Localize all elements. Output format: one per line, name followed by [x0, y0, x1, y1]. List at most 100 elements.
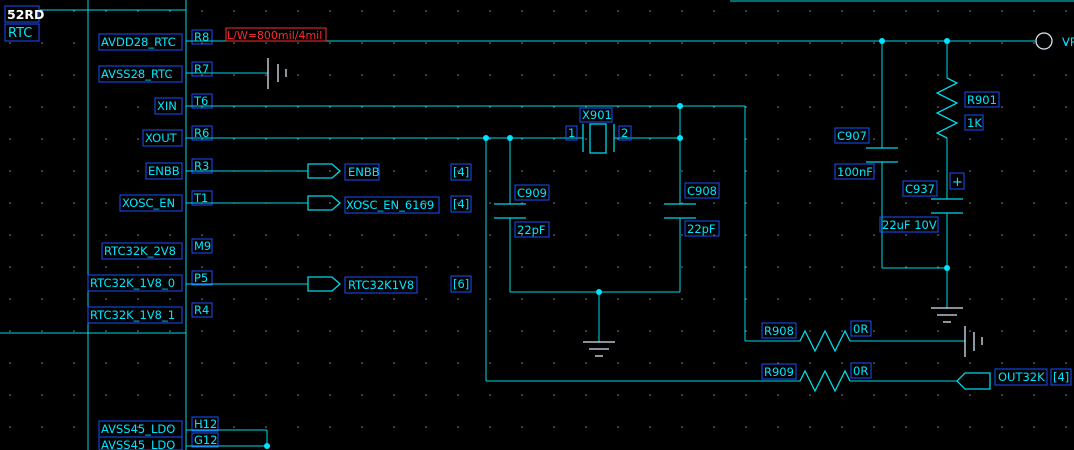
grid-dot: [297, 10, 299, 12]
grid-dot: [329, 10, 331, 12]
port-name: OUT32K: [998, 370, 1045, 384]
grid-dot: [105, 42, 107, 44]
grid-dot: [137, 234, 139, 236]
grid-dot: [41, 330, 43, 332]
grid-dot: [1033, 202, 1035, 204]
grid-dot: [41, 138, 43, 140]
grid-dot: [553, 234, 555, 236]
grid-dot: [1033, 74, 1035, 76]
grid-dot: [553, 266, 555, 268]
grid-dot: [649, 170, 651, 172]
grid-dot: [297, 106, 299, 108]
grid-dot: [329, 74, 331, 76]
grid-dot: [617, 170, 619, 172]
grid-dot: [329, 330, 331, 332]
grid-dot: [105, 266, 107, 268]
grid-dot: [297, 298, 299, 300]
grid-dot: [585, 394, 587, 396]
grid-dot: [969, 42, 971, 44]
grid-dot: [905, 330, 907, 332]
grid-dot: [1001, 106, 1003, 108]
pin-row: RTC32K_1V8_0 P5: [87, 270, 213, 292]
res-ref: R901: [967, 93, 997, 107]
grid-dot: [329, 42, 331, 44]
grid-dot: [841, 330, 843, 332]
pin-row: AVDD28_RTC R8: [98, 29, 213, 51]
junction-dot: [596, 289, 602, 295]
grid-dot: [393, 266, 395, 268]
pin-net-label: AVSS45_LDO: [101, 422, 175, 436]
grid-dot: [1065, 74, 1067, 76]
grid-dot: [745, 74, 747, 76]
grid-dot: [297, 42, 299, 44]
grid-dot: [9, 74, 11, 76]
grid-dot: [969, 138, 971, 140]
grid-dot: [681, 266, 683, 268]
grid-dot: [137, 138, 139, 140]
grid-dot: [873, 202, 875, 204]
grid-dot: [649, 266, 651, 268]
grid-dot: [393, 330, 395, 332]
grid-dot: [73, 426, 75, 428]
grid-dot: [1033, 426, 1035, 428]
grid-dot: [1033, 394, 1035, 396]
grid-dot: [553, 362, 555, 364]
grid-dot: [105, 170, 107, 172]
grid-dot: [233, 74, 235, 76]
grid-dot: [297, 394, 299, 396]
grid-dot: [521, 266, 523, 268]
grid-dot: [457, 330, 459, 332]
grid-dot: [969, 362, 971, 364]
grid-dot: [265, 42, 267, 44]
power-port-circle: [1035, 32, 1053, 50]
pin-number: G12: [194, 433, 218, 447]
grid-dot: [425, 266, 427, 268]
port-ref: [6]: [453, 277, 469, 291]
junction-dot: [677, 103, 683, 109]
grid-dot: [873, 234, 875, 236]
grid-dot: [937, 10, 939, 12]
grid-dot: [9, 362, 11, 364]
grid-dot: [649, 426, 651, 428]
grid-dot: [1033, 362, 1035, 364]
grid-dot: [73, 42, 75, 44]
grid-dot: [137, 362, 139, 364]
grid-dot: [169, 330, 171, 332]
grid-dot: [649, 234, 651, 236]
grid-dot: [105, 234, 107, 236]
capacitor-c909: C909 22pF: [494, 184, 550, 238]
grid-dot: [1065, 202, 1067, 204]
grid-dot: [649, 298, 651, 300]
grid-dot: [905, 202, 907, 204]
grid-dot: [745, 42, 747, 44]
pin-row: RTC32K_2V8 M9: [101, 238, 213, 260]
junction-dot: [879, 38, 885, 44]
port-name: ENBB: [348, 165, 380, 179]
section-name-box: [4, 23, 40, 42]
grid-dot: [553, 74, 555, 76]
pin-row: XOSC_EN T1: [119, 190, 213, 212]
grid-dot: [41, 74, 43, 76]
grid-dot: [585, 298, 587, 300]
part-name-box: [4, 5, 40, 23]
junction-dot: [944, 265, 950, 271]
grid-dot: [553, 170, 555, 172]
grid-dot: [41, 170, 43, 172]
pin-number: R8: [194, 30, 209, 44]
grid-dot: [617, 266, 619, 268]
grid-dot: [457, 170, 459, 172]
grid-dot: [41, 106, 43, 108]
grid-dot: [297, 234, 299, 236]
junction-dot: [264, 443, 270, 449]
grid-dot: [585, 330, 587, 332]
trace-width-note: L/W=800mil/4mil: [227, 29, 322, 42]
grid-dot: [73, 298, 75, 300]
grid-dot: [681, 298, 683, 300]
port-ref: [4]: [1053, 370, 1069, 384]
grid-dot: [745, 170, 747, 172]
junction-dot: [944, 38, 950, 44]
grid-dot: [681, 394, 683, 396]
crystal-pin1: 1: [568, 126, 575, 140]
grid-dot: [713, 362, 715, 364]
